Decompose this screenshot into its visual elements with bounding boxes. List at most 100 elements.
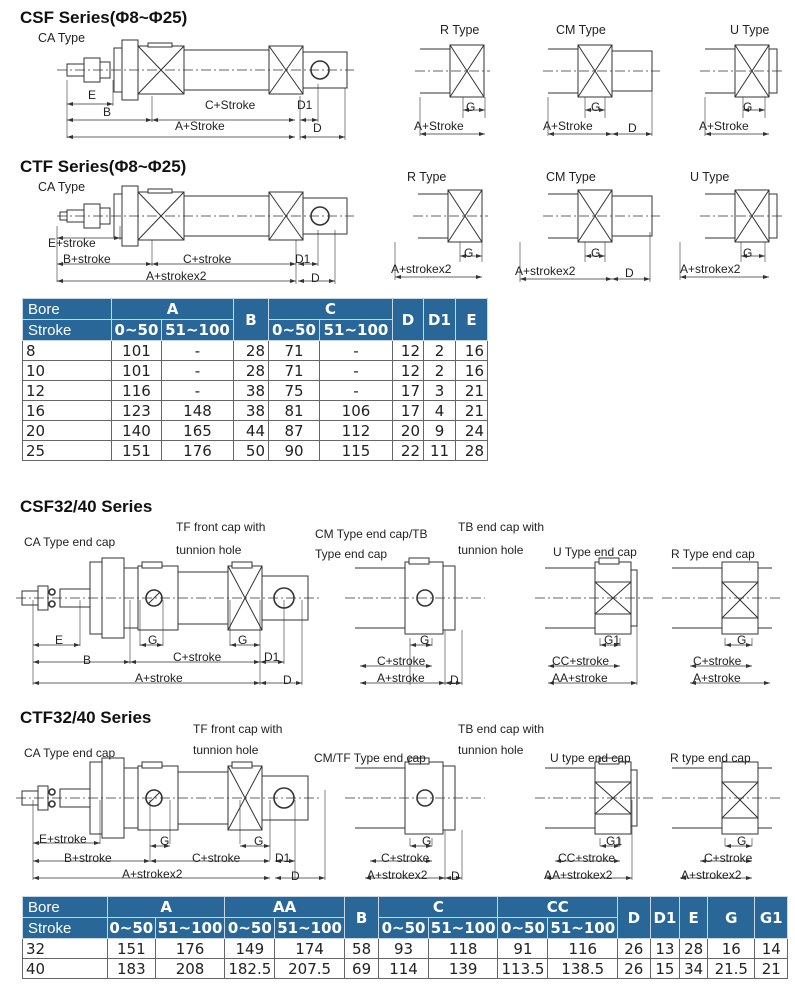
table-cell: 10 bbox=[22, 360, 112, 381]
port bbox=[141, 561, 163, 569]
table-cell: 24 bbox=[455, 420, 488, 441]
arrow-head bbox=[725, 844, 731, 848]
table-cell: 183 bbox=[106, 958, 156, 979]
arrow-head bbox=[410, 844, 416, 848]
dim-d: D bbox=[283, 673, 292, 687]
lock-hole bbox=[48, 588, 56, 596]
arrow-head bbox=[254, 681, 260, 685]
arrow-head bbox=[410, 643, 416, 647]
r-type-label: R Type bbox=[440, 23, 480, 37]
port bbox=[598, 757, 620, 765]
table-cell: - bbox=[161, 380, 234, 401]
arrow-head bbox=[365, 876, 371, 880]
stroke-header: Stroke bbox=[22, 917, 108, 939]
dim-a: A+stroke bbox=[135, 671, 183, 685]
arrow-head bbox=[140, 643, 146, 647]
stroke-range-header: 51~100 bbox=[154, 917, 226, 939]
stroke-range-header: 51~100 bbox=[319, 319, 393, 341]
arrow-head bbox=[680, 876, 686, 880]
table-cell: 21.5 bbox=[707, 958, 756, 979]
table-cell: 71 bbox=[268, 360, 320, 381]
table-cell: 20 bbox=[22, 420, 112, 441]
table-cell: 38 bbox=[233, 380, 269, 401]
port bbox=[231, 761, 253, 769]
ca-type-label: CA Type bbox=[38, 31, 86, 45]
table-cell: 87 bbox=[268, 420, 320, 441]
arrow-head bbox=[426, 859, 432, 863]
arrow-head bbox=[763, 275, 769, 279]
arrow-head bbox=[700, 859, 706, 863]
table-cell: 58 bbox=[343, 938, 380, 959]
table-cell: 139 bbox=[427, 958, 499, 979]
arrow-head bbox=[150, 859, 156, 863]
r-dim-a: A+strokex2 bbox=[391, 262, 452, 276]
arrow-head bbox=[300, 118, 306, 122]
table-cell: 9 bbox=[423, 420, 456, 441]
tf-cap-label-2: tunnion hole bbox=[193, 743, 259, 757]
table-cell: - bbox=[319, 340, 393, 361]
cm-dim-d: D bbox=[451, 869, 460, 883]
table-cell: 151 bbox=[111, 440, 162, 461]
ca-end-cap-label: CA Type end cap bbox=[24, 535, 116, 549]
table-cell: 12 bbox=[392, 340, 424, 361]
ctf32-series-title: CTF32/40 Series bbox=[20, 708, 152, 727]
group-header: CC bbox=[497, 896, 619, 918]
arrow-head bbox=[420, 132, 426, 136]
table-cell: 50 bbox=[233, 440, 269, 461]
tb-cap-label-2: tunnion hole bbox=[458, 743, 524, 757]
dim-d1: D1 bbox=[295, 252, 311, 266]
arrow-head bbox=[614, 859, 620, 863]
arrow-head bbox=[631, 681, 637, 685]
table-cell: 116 bbox=[111, 380, 162, 401]
table-cell: 32 bbox=[22, 938, 108, 959]
dim-d: D bbox=[311, 271, 320, 285]
cm-dim-d: D bbox=[450, 673, 459, 687]
dim-c: C+stroke bbox=[183, 252, 232, 266]
u-dim-cc: CC+stroke bbox=[552, 654, 610, 668]
column-header: G1 bbox=[754, 896, 788, 939]
cross-line bbox=[577, 44, 613, 98]
dim-d: D bbox=[291, 869, 300, 883]
arrow-head bbox=[290, 262, 296, 266]
table-cell: 28 bbox=[679, 938, 709, 959]
arrow-head bbox=[555, 859, 561, 863]
hole-mark bbox=[147, 591, 161, 605]
table-cell: 4 bbox=[423, 400, 456, 421]
arrow-head bbox=[759, 108, 765, 112]
port bbox=[147, 188, 173, 194]
table-cell: 113.5 bbox=[497, 958, 549, 979]
arrow-head bbox=[759, 254, 765, 258]
r-cap-label: R type end cap bbox=[670, 751, 751, 765]
cross-line bbox=[734, 44, 770, 98]
u-dim-aa: AA+stroke bbox=[552, 671, 608, 685]
table-cell: 2 bbox=[423, 340, 456, 361]
lock-hole bbox=[48, 788, 56, 796]
dim-d: D bbox=[313, 121, 322, 135]
table-cell: 15 bbox=[649, 958, 681, 979]
arrow-head bbox=[150, 844, 156, 848]
table-cell: 17 bbox=[392, 380, 424, 401]
table-cell: 12 bbox=[22, 380, 112, 401]
lock-hole bbox=[48, 800, 56, 808]
arrow-head bbox=[33, 876, 39, 880]
group-header: A bbox=[111, 298, 234, 320]
cm-type-label: CM Type bbox=[556, 23, 606, 37]
arrow-head bbox=[33, 660, 39, 664]
u-cap-label: U Type end cap bbox=[553, 545, 637, 559]
table-cell: 13 bbox=[649, 938, 681, 959]
dim-e: E bbox=[88, 88, 97, 102]
csf32-series-title: CSF32/40 Series bbox=[20, 497, 153, 516]
cm-type-label: CM Type bbox=[546, 170, 596, 184]
arrow-head bbox=[74, 643, 80, 647]
r-dim-a: A+Stroke bbox=[414, 119, 464, 133]
dim-c: C+stroke bbox=[192, 851, 241, 865]
group-header: C bbox=[268, 298, 393, 320]
group-header: C bbox=[378, 896, 499, 918]
table-cell: 22 bbox=[392, 440, 424, 461]
cm-tf-cap-label: CM/TF Type end cap bbox=[314, 751, 426, 765]
arrow-head bbox=[746, 844, 752, 848]
